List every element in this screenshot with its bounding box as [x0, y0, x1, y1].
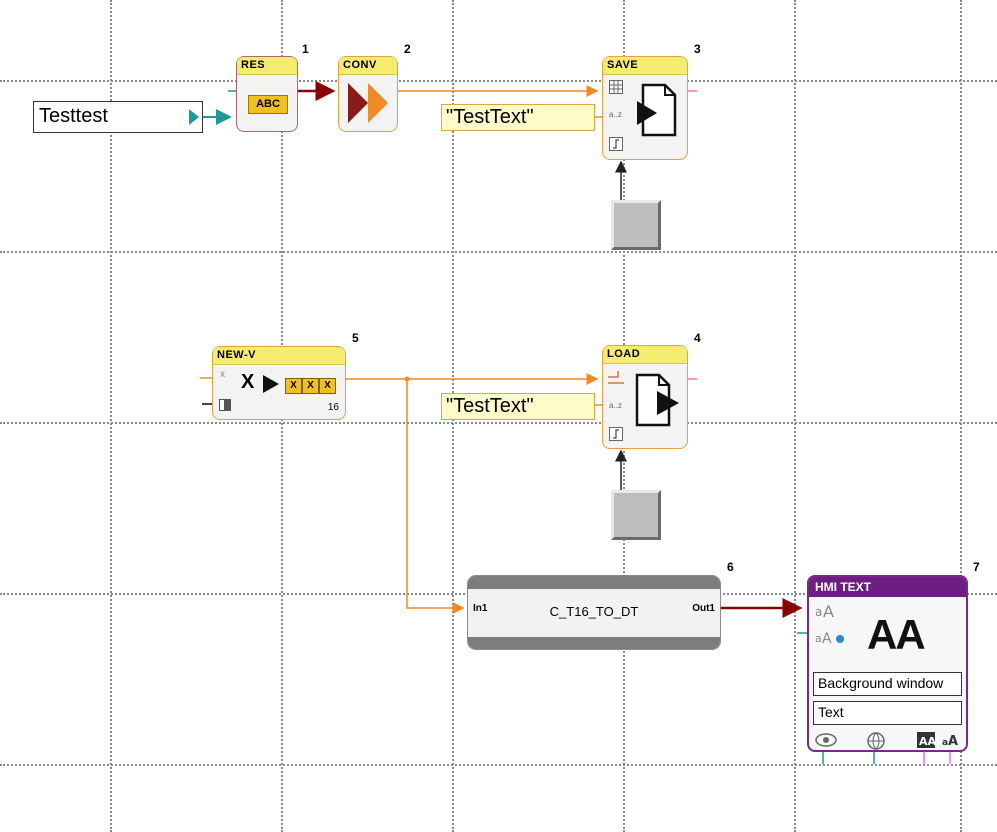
block-number: 6: [727, 560, 734, 574]
font-size-icon: a A: [815, 602, 834, 619]
globe-icon: [867, 732, 885, 750]
block-number: 4: [694, 331, 701, 345]
grid-line: [0, 80, 997, 82]
table-icon: [609, 80, 623, 94]
save-trigger-button[interactable]: [611, 200, 661, 250]
grid-line: [960, 0, 962, 832]
res-block-title: RES: [237, 57, 297, 75]
res-block-content: ABC: [248, 95, 288, 114]
macro-bottom-bar: [468, 637, 720, 649]
save-block[interactable]: SAVE a..z: [602, 56, 688, 160]
grid-line: [110, 0, 112, 832]
hmi-block-title: HMI TEXT: [809, 577, 966, 597]
load-trigger-button[interactable]: [611, 490, 661, 540]
value-cell: X: [302, 378, 319, 394]
macro-output-label: Out1: [692, 603, 715, 614]
enable-icon: [219, 399, 231, 411]
svg-text:A: A: [948, 734, 958, 748]
value-cell: X: [285, 378, 302, 394]
newv-block-title: NEW-V: [213, 347, 345, 365]
svg-text:A: A: [822, 631, 832, 647]
load-file-icon: [635, 373, 679, 427]
load-block[interactable]: LOAD a..z: [602, 345, 688, 449]
eye-icon: [815, 733, 837, 747]
port-label: a..z: [609, 110, 622, 119]
load-block-title: LOAD: [603, 346, 687, 364]
svg-text:a: a: [815, 605, 822, 619]
load-port-icon: [608, 371, 624, 384]
grid-line: [0, 764, 997, 766]
output-port-icon: [189, 109, 199, 125]
background-window-field[interactable]: Background window: [813, 672, 962, 696]
save-file-icon: [637, 83, 677, 137]
block-number: 3: [694, 42, 701, 56]
block-number: 2: [404, 42, 411, 56]
grid-line: [0, 422, 997, 424]
save-block-title: SAVE: [603, 57, 687, 75]
wire-newv-to-macro: [406, 379, 465, 614]
svg-text:A: A: [823, 602, 834, 619]
port-label: x: [220, 369, 225, 380]
port-label: a..z: [609, 401, 622, 410]
grid-line: [794, 0, 796, 832]
conv-block[interactable]: CONV: [338, 56, 398, 132]
x-label: X: [241, 371, 255, 393]
svg-text:a: a: [815, 632, 822, 645]
grid-line: [0, 251, 997, 253]
svg-text:AA: AA: [919, 735, 935, 748]
save-text-constant[interactable]: "TestText": [441, 104, 595, 131]
block-number: 5: [352, 331, 359, 345]
trigger-icon: [609, 427, 623, 441]
convert-arrows-icon: [348, 83, 388, 123]
load-text-constant[interactable]: "TestText": [441, 393, 595, 420]
run-icon: [263, 375, 279, 393]
res-block[interactable]: RES ABC: [236, 56, 298, 132]
macro-name: C_T16_TO_DT: [549, 604, 639, 619]
text-field[interactable]: Text: [813, 701, 962, 725]
text-input-field[interactable]: Testtest: [33, 101, 203, 133]
macro-input-label: In1: [473, 603, 488, 614]
macro-block[interactable]: In1 C_T16_TO_DT Out1: [467, 575, 721, 650]
block-number: 7: [973, 560, 980, 574]
conv-block-title: CONV: [339, 57, 397, 75]
macro-top-bar: [468, 576, 720, 589]
font-style-icon: AA: [917, 732, 935, 748]
block-number: 1: [302, 42, 309, 56]
svg-text:a: a: [942, 738, 948, 748]
font-scale-icon: a A: [942, 734, 958, 748]
font-color-icon: a A: [815, 631, 844, 647]
hmi-text-preview: AA: [867, 611, 926, 658]
new-value-count: 16: [327, 402, 339, 413]
hmi-text-block[interactable]: HMI TEXT a A a A AA Background window Te…: [807, 575, 968, 752]
value-cell: X: [319, 378, 336, 394]
new-value-block[interactable]: NEW-V x X X X X 16: [212, 346, 346, 420]
value-cells: X X X: [285, 378, 336, 394]
trigger-icon: [609, 137, 623, 151]
